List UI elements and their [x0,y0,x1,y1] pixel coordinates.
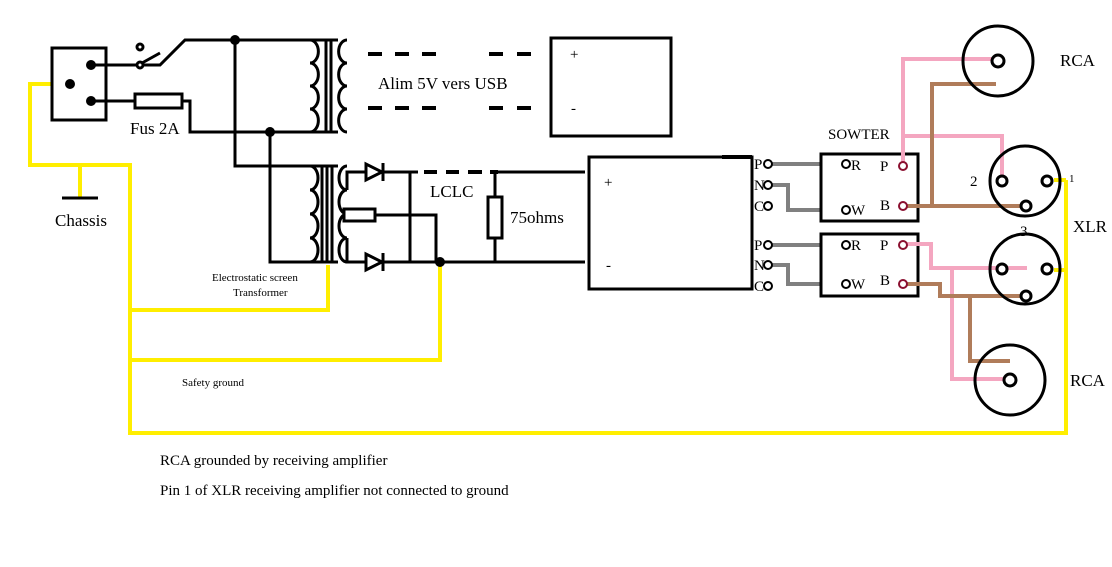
inlet-ground-pin [65,79,75,89]
cold-wiring [903,82,1026,363]
dac-output-pins [763,159,773,291]
sowter-pin-label: R [851,238,861,254]
fuse-label: Fus 2A [130,119,180,138]
sowter-pin-label: W [851,203,866,219]
rca-top-label: RCA [1060,51,1096,70]
dac-minus-label: - [606,258,611,274]
sowter-pin-label: R [851,158,861,174]
rca-connector-top [961,24,1035,98]
note-rca-grounding: RCA grounded by receiving amplifier [160,453,387,469]
safety-ground-label: Safety ground [182,377,245,389]
xlr-connector-upper [988,144,1062,218]
center-tap-box [342,207,377,223]
sowter-pin-label: B [880,198,890,214]
junction-dot [435,257,445,267]
chassis-label: Chassis [55,211,107,230]
dac-board [587,155,754,291]
dac-pin-label: N [754,258,765,274]
alim-5v-module [549,36,673,138]
xlr-label: XLR [1073,217,1108,236]
transformer-label-line2: Transformer [233,287,288,299]
resistor-label: 75ohms [510,208,564,227]
junction-dot [230,35,240,45]
xlr-pin2-label: 2 [970,174,978,190]
sowter-pin-label: P [880,238,888,254]
hot-wiring [901,57,1027,381]
dac-pin-label: C [754,279,764,295]
dc-rail [493,170,585,262]
sowter-pin-label: B [880,273,890,289]
aux-transformer [309,38,348,134]
ground-wiring [28,82,1068,435]
sowter-output-pins [898,161,908,289]
diode-icon [364,161,386,183]
alim-minus-label: - [571,101,576,117]
note-xlr-pin1: Pin 1 of XLR receiving amplifier not con… [160,483,509,499]
xlr-pin3-label: 3 [1020,224,1028,240]
primary-wiring [91,38,338,264]
dac-plus-label: + [604,175,612,191]
lclc-label: LCLC [430,182,473,201]
sowter-label: SOWTER [828,127,890,143]
alim-dashes [368,52,531,110]
dac-pin-label: C [754,199,764,215]
sowter-pin-label: W [851,277,866,293]
xlr-connector-lower [988,232,1062,306]
rca-bottom-label: RCA [1070,371,1106,390]
diode-icon [364,251,386,273]
alim-plus-label: + [570,47,578,63]
fuse [133,92,184,110]
transformer-label-line1: Electrostatic screen [212,272,298,284]
dac-pin-label: N [754,178,765,194]
sowter-pin-label: P [880,159,888,175]
dac-pin-label: P [754,238,762,254]
xlr-pin1-label: 1 [1069,173,1075,185]
resistor-75ohm [486,195,504,240]
junction-dot [265,127,275,137]
mains-inlet [50,46,108,122]
dac-pin-label: P [754,157,762,173]
screen-transformer [309,164,348,264]
sowter-input-pins [841,159,851,289]
alim-label: Alim 5V vers USB [378,74,508,93]
rca-connector-bottom [973,343,1047,417]
